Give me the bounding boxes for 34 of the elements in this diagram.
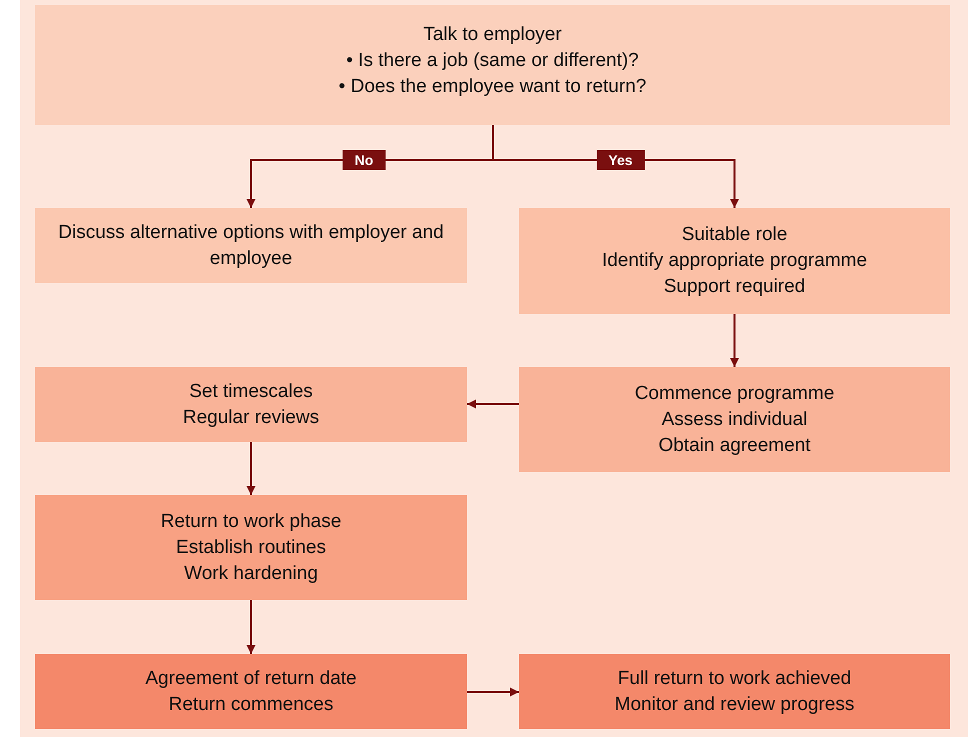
process-box: [35, 367, 467, 442]
process-box: [35, 5, 950, 125]
box-text: Monitor and review progress: [614, 692, 854, 716]
arrow: [467, 400, 519, 408]
box-text: Regular reviews: [182, 406, 320, 430]
box-text: Commence programme: [634, 382, 834, 406]
edge-label: Yes: [596, 150, 645, 170]
process-box: [35, 495, 467, 600]
box-text: • Does the employee want to return?: [338, 75, 646, 99]
box-text: Agreement of return date: [145, 666, 357, 690]
arrow: [730, 314, 739, 367]
box-text: Discuss alternative options with employer and employee: [57, 220, 445, 270]
arrow: [467, 688, 519, 696]
process-box: [35, 654, 467, 729]
box-text: Identify appropriate programme: [602, 249, 868, 273]
edge-label: No: [342, 150, 386, 170]
box-text: Assess individual: [662, 408, 808, 432]
box-text: Talk to employer: [423, 23, 562, 47]
box-text: Return commences: [168, 692, 334, 716]
box-text: • Is there a job (same or different)?: [346, 49, 639, 73]
process-box: [35, 208, 467, 283]
box-text: Suitable role: [682, 223, 788, 247]
box-text: Full return to work achieved: [618, 666, 852, 690]
arrow: [246, 442, 256, 495]
box-text: Support required: [664, 275, 806, 299]
box-text: Work hardening: [184, 562, 318, 586]
box-text: Establish routines: [176, 536, 326, 560]
process-box: [519, 367, 950, 472]
arrow: [246, 600, 256, 654]
box-text: Obtain agreement: [658, 434, 811, 458]
process-box: [519, 654, 950, 729]
process-box: [519, 208, 950, 314]
box-text: Set timescales: [189, 380, 313, 404]
box-text: Return to work phase: [160, 510, 342, 534]
